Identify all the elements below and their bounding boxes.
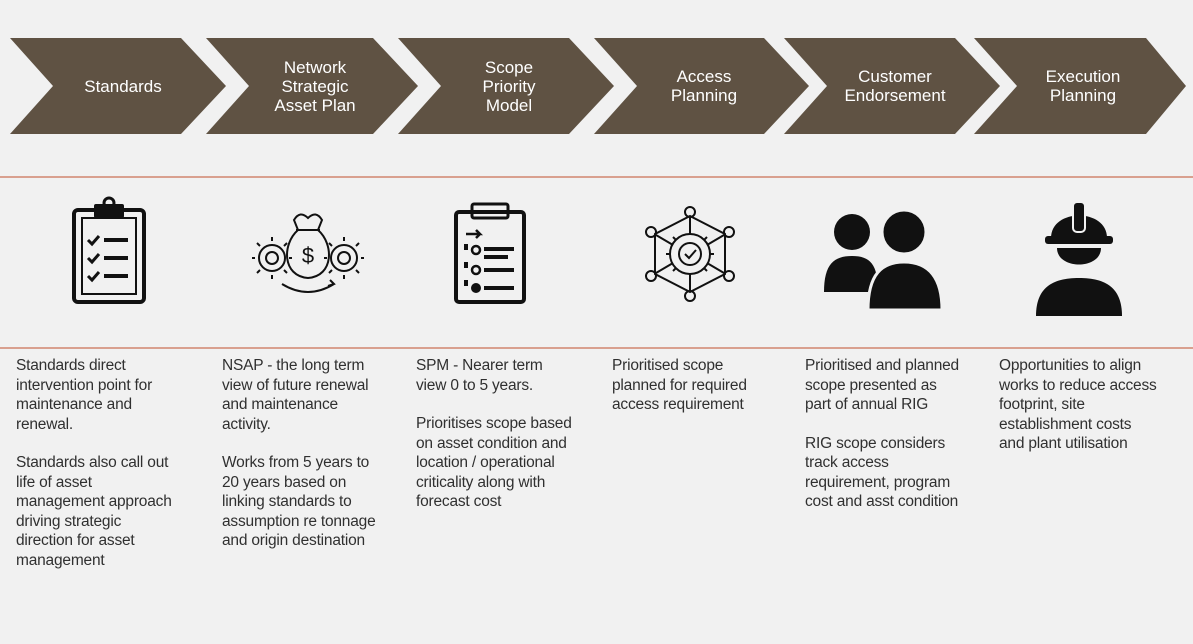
clipboard-checklist-icon (72, 196, 146, 304)
svg-text:$: $ (302, 243, 314, 268)
chevron-label: Customer Endorsement (844, 67, 946, 105)
description-paragraph: Opportunities to align works to reduce a… (999, 357, 1157, 452)
chevron-customer-endorsement (784, 38, 1000, 134)
description-paragraph: SPM - Nearer term view 0 to 5 years. (416, 357, 543, 394)
description-paragraph: Works from 5 years to 20 years based on … (222, 454, 376, 549)
description-paragraph: Prioritises scope based on asset conditi… (416, 415, 572, 510)
clipboard-list-icon (454, 202, 526, 304)
description-paragraph: RIG scope considers track access require… (805, 434, 959, 511)
description-paragraph: Prioritised scope planned for required a… (612, 357, 747, 413)
network-gear-icon (645, 206, 735, 302)
description-standards: Standards direct intervention point for … (16, 356, 201, 589)
hard-hat-worker-icon (1036, 201, 1122, 316)
chevron-access-planning (594, 38, 809, 134)
chevron-nsap (206, 38, 418, 134)
chevron-label: Execution Planning (1045, 67, 1121, 105)
description-spm: SPM - Nearer term view 0 to 5 years. Pri… (416, 356, 601, 531)
description-nsap: NSAP - the long term view of future rene… (222, 356, 407, 570)
people-icon (824, 208, 944, 310)
chevron-label: Standards (84, 76, 162, 96)
chevron-spm (398, 38, 614, 134)
chevron-execution-planning (974, 38, 1186, 134)
chevron-label: Scope Priority Model (482, 57, 536, 115)
description-customer-endorsement: Prioritised and planned scope presented … (805, 356, 990, 531)
description-access-planning: Prioritised scope planned for required a… (612, 356, 797, 434)
description-paragraph: Standards also call out life of asset ma… (16, 454, 172, 569)
process-chevrons (10, 38, 1186, 134)
chevron-label: Access Planning (670, 67, 738, 105)
description-paragraph: Prioritised and planned scope presented … (805, 357, 959, 413)
chevron-standards (10, 38, 226, 134)
money-bag-gears-icon: $ (252, 213, 364, 293)
chevron-label: Network Strategic Asset Plan (274, 57, 356, 115)
description-execution-planning: Opportunities to align works to reduce a… (999, 356, 1189, 473)
description-paragraph: Standards direct intervention point for … (16, 357, 153, 433)
bottom-divider (0, 347, 1193, 349)
description-paragraph: NSAP - the long term view of future rene… (222, 357, 369, 433)
top-divider (0, 176, 1193, 178)
